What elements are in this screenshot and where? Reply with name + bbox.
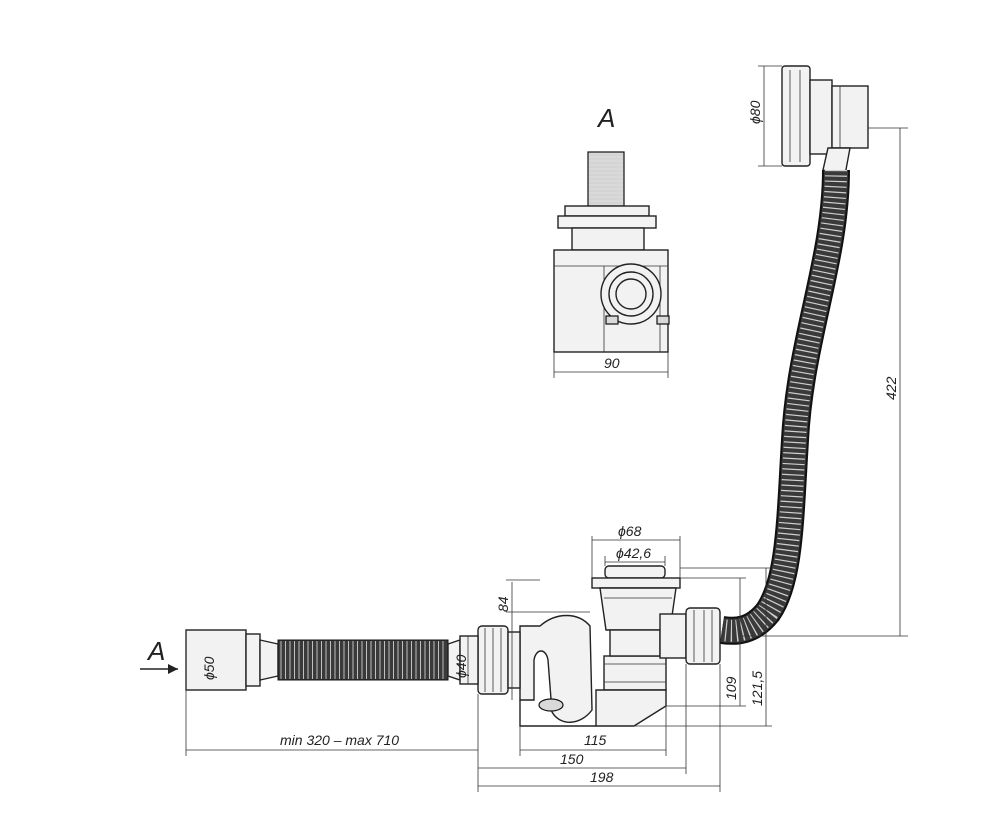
top-view-clip-left [605,315,619,325]
extension-pipe [185,629,479,691]
drain-nut [603,655,667,691]
dimension-84-label: 84 [495,596,511,612]
dimension-phi68: ϕ68 [591,523,681,578]
drain-neck [609,629,661,657]
top-view-clip-right [656,315,670,325]
dimension-phi80-label: ϕ80 [747,100,763,124]
arrow-a-label: A [146,636,165,666]
dimension-84: 84 [495,579,590,700]
overflow-cap [781,65,811,167]
outlet-spigot [507,631,521,689]
dimension-115: 115 [519,706,667,756]
top-view-neck [571,227,645,251]
overflow-union-nut [685,607,721,665]
dimension-phi40: ϕ40 [453,636,469,684]
dimension-150-label: 150 [560,751,584,767]
dimension-198: 198 [477,664,721,792]
dimension-422-label: 422 [883,376,899,400]
dimension-121-5-label: 121,5 [749,671,765,706]
overflow-ring [809,79,833,155]
top-view-a: A 90 [553,103,670,378]
tee-branch [659,613,687,659]
overflow-body [831,85,869,149]
dimension-422: 422 [740,127,908,637]
dimension-phi68-label: ϕ68 [618,523,642,539]
top-view-collar-upper [564,205,650,217]
dimension-extension-label: min 320 – max 710 [280,732,399,748]
dimension-198-label: 198 [590,769,614,785]
trap-bend [519,614,593,723]
outlet-pipe-50 [185,629,247,691]
dimension-phi80: ϕ80 [747,65,782,167]
extension-end-collar [459,635,479,685]
outlet-reducer [245,633,261,687]
dimension-115-label: 115 [584,732,607,748]
trap-base [595,689,667,727]
drain-assembly [477,565,721,727]
dimension-phi50-label: ϕ50 [201,656,217,680]
dimension-phi50: ϕ50 [185,630,217,756]
section-a-label: A [596,103,615,133]
top-view-port-inner [615,278,647,310]
dimension-phi42-6-label: ϕ42,6 [616,545,651,561]
brand-logo [538,698,564,712]
dimension-109: 109 [666,577,746,707]
dimension-121-5: 121,5 [634,567,772,727]
dimension-90-label: 90 [604,355,620,371]
outlet-taper [259,639,279,681]
dimension-phi42-6: ϕ42,6 [604,545,666,566]
dimension-phi40-label: ϕ40 [453,654,469,678]
drain-flange [591,577,681,589]
overflow-hose [719,169,850,645]
dimension-extension-length: min 320 – max 710 [186,694,479,780]
top-view-collar-lower [557,215,657,229]
drain-cap [604,565,666,579]
dimension-150: 150 [478,664,687,774]
section-arrow-a: A [140,636,178,674]
extension-corrugated [277,639,449,681]
dimension-109-label: 109 [723,676,739,700]
dimension-90: 90 [553,352,669,378]
overflow-head: ϕ80 [747,65,869,176]
top-view-threaded-stem [587,151,625,207]
